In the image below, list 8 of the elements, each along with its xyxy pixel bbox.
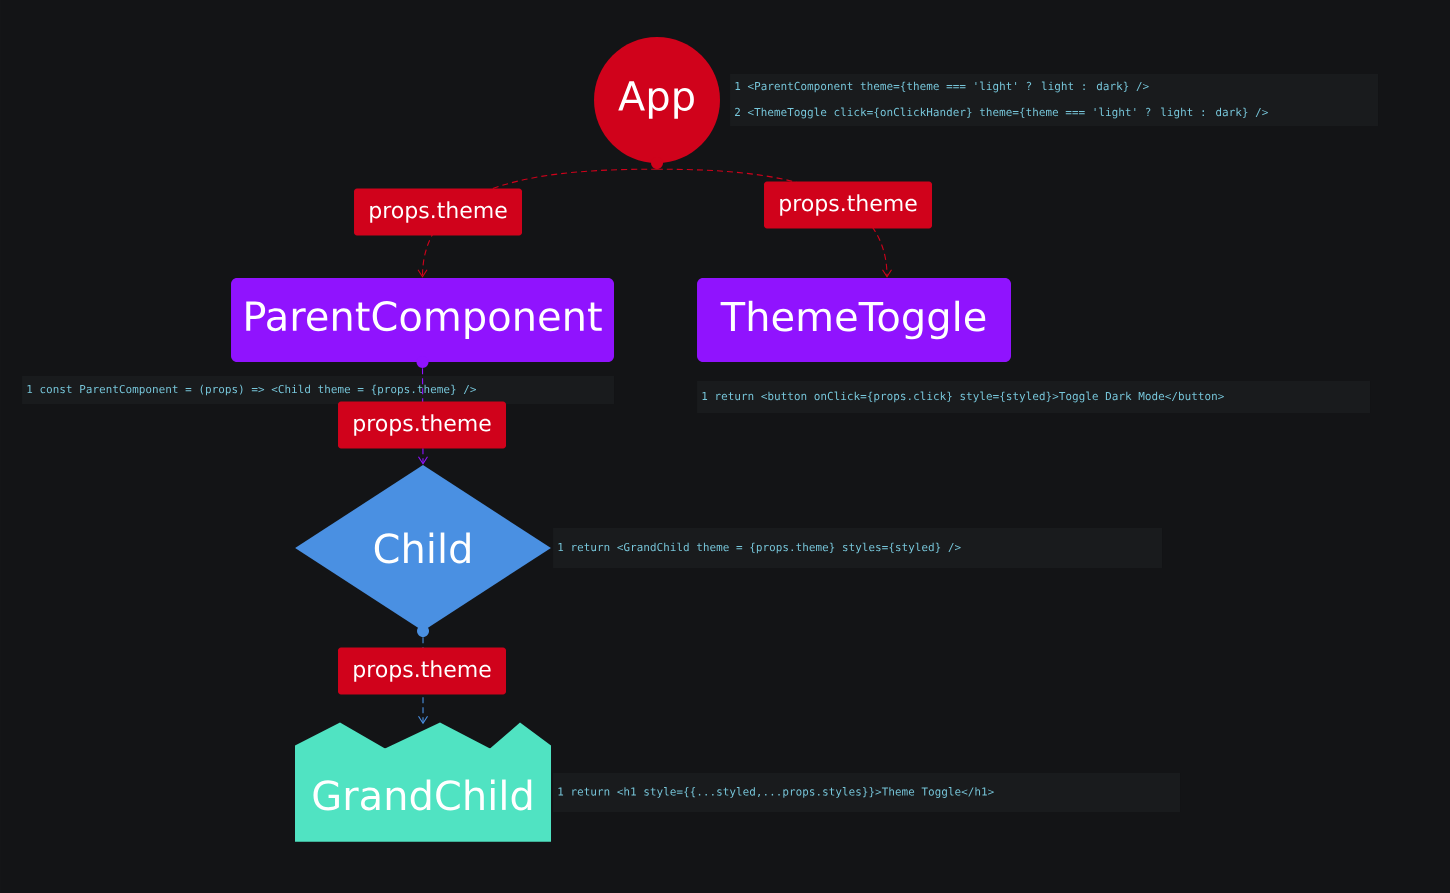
- code-line: 2 <ThemeToggle click={onClickHander} theme={theme === 'light' ? light : dark} />: [735, 107, 1268, 119]
- component-box: ParentComponent: [231, 278, 614, 368]
- component-box: ThemeToggle: [697, 278, 1011, 362]
- edge-label: props.theme: [354, 188, 522, 236]
- edge-label: props.theme: [338, 401, 506, 449]
- wavy-box: GrandChild: [295, 722, 551, 842]
- edge-label: props.theme: [764, 181, 932, 229]
- edge-label: props.theme: [338, 647, 506, 695]
